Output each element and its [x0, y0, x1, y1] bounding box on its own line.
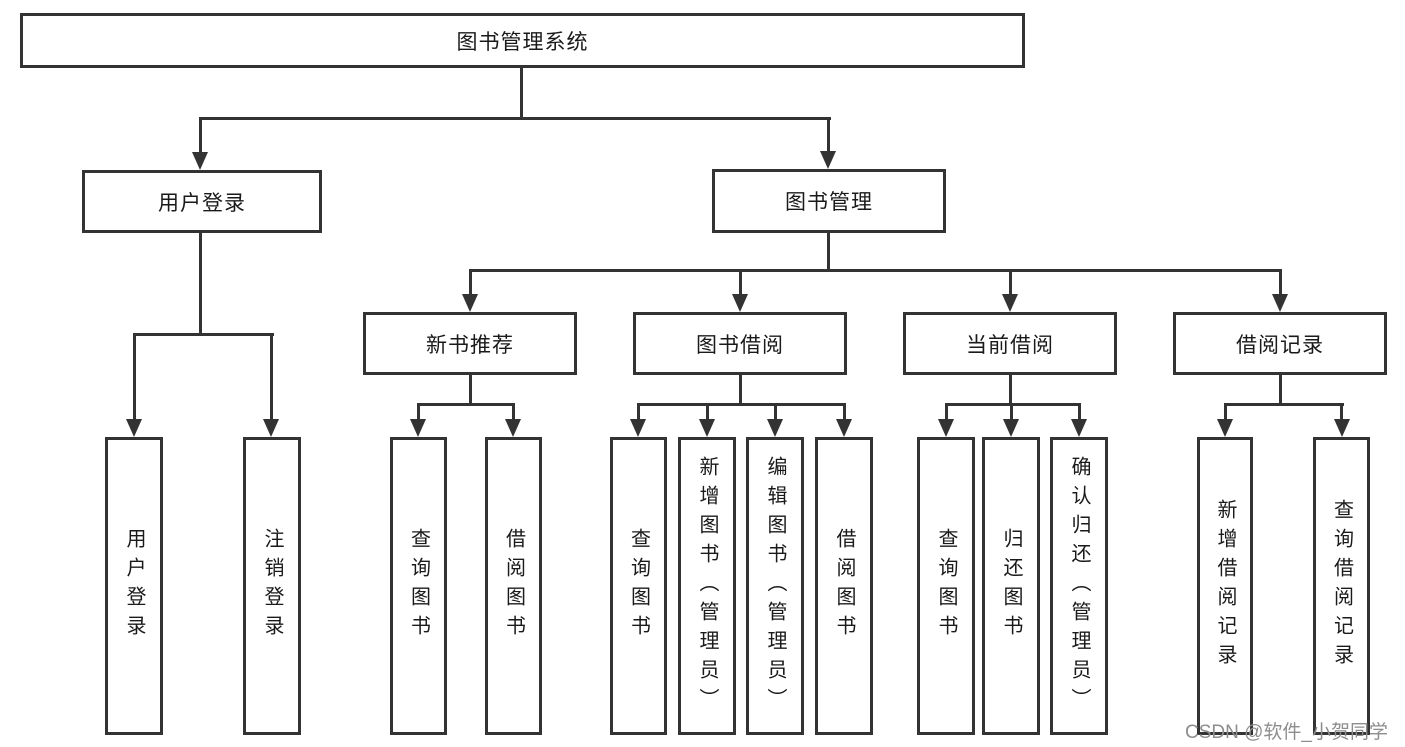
arrowhead-down-icon [699, 419, 715, 437]
connector-line [1009, 375, 1012, 406]
connector-line [1224, 403, 1344, 406]
connector-line [1279, 271, 1282, 296]
node-label: 当前借阅 [966, 333, 1054, 357]
connector-line [843, 405, 846, 421]
node-book-borrowing: 图书借阅 [633, 312, 847, 375]
node-label: 查询图书 [935, 528, 957, 644]
node-label: 查询图书 [627, 528, 650, 644]
connector-line [520, 68, 523, 120]
node-book-management: 图书管理 [712, 169, 946, 233]
arrowhead-down-icon [1002, 294, 1018, 312]
node-return-books: 归还图书 [982, 437, 1040, 735]
arrowhead-down-icon [938, 419, 954, 437]
node-label: 查询图书 [407, 528, 430, 644]
node-label: 注销登录 [261, 528, 283, 644]
node-add-borrow-record: 新增借阅记录 [1197, 437, 1253, 735]
node-borrowing-records: 借阅记录 [1173, 312, 1387, 375]
node-confirm-return-admin: 确认归还（管理员） [1050, 437, 1108, 735]
node-borrow-books-recommend: 借阅图书 [485, 437, 542, 735]
connector-line [739, 271, 742, 296]
node-label: 编辑图书（管理员） [764, 455, 786, 717]
node-user-login-leaf: 用户登录 [105, 437, 163, 735]
connector-line [706, 405, 709, 421]
arrowhead-down-icon [1217, 419, 1233, 437]
connector-line [1010, 405, 1013, 421]
arrowhead-down-icon [1334, 419, 1350, 437]
arrowhead-down-icon [126, 419, 142, 437]
node-label: 借阅记录 [1236, 333, 1324, 357]
connector-line [199, 117, 831, 120]
connector-line [270, 335, 273, 420]
arrowhead-down-icon [820, 151, 836, 169]
node-query-books-borrowing: 查询图书 [610, 437, 667, 735]
node-query-borrow-record: 查询借阅记录 [1313, 437, 1370, 735]
connector-line [637, 403, 846, 406]
arrowhead-down-icon [192, 152, 208, 170]
arrowhead-down-icon [410, 419, 426, 437]
connector-line [133, 335, 136, 420]
node-user-login: 用户登录 [82, 170, 322, 233]
arrowhead-down-icon [462, 294, 478, 312]
connector-line [199, 233, 202, 336]
connector-line [469, 269, 1282, 272]
connector-line [945, 405, 948, 421]
node-label: 图书借阅 [696, 333, 784, 357]
node-current-borrowing: 当前借阅 [903, 312, 1117, 375]
connector-line [1009, 271, 1012, 296]
arrowhead-down-icon [505, 419, 521, 437]
node-label: 新增借阅记录 [1214, 499, 1236, 673]
node-query-books-current: 查询图书 [917, 437, 975, 735]
node-new-book-recommend: 新书推荐 [363, 312, 577, 375]
node-query-books-recommend: 查询图书 [390, 437, 447, 735]
node-library-management-system: 图书管理系统 [20, 13, 1025, 68]
connector-line [739, 375, 742, 406]
connector-line [512, 405, 515, 421]
connector-line [1078, 405, 1081, 421]
node-label: 查询借阅记录 [1330, 499, 1353, 673]
arrowhead-down-icon [1071, 419, 1087, 437]
node-label: 新书推荐 [426, 333, 514, 357]
connector-line [1340, 405, 1343, 421]
connector-line [827, 119, 830, 153]
connector-line [469, 271, 472, 296]
node-label: 确认归还（管理员） [1068, 455, 1090, 717]
node-label: 新增图书（管理员） [696, 455, 718, 717]
node-label: 用户登录 [123, 528, 145, 644]
node-label: 归还图书 [1000, 528, 1022, 644]
connector-line [945, 403, 1081, 406]
watermark: CSDN @软件_小贺同学 [1185, 722, 1388, 743]
connector-line [417, 405, 420, 421]
connector-line [469, 375, 472, 406]
node-label: 用户登录 [158, 191, 246, 215]
node-label: 图书管理 [785, 191, 873, 214]
node-add-book-admin: 新增图书（管理员） [678, 437, 736, 735]
node-logout: 注销登录 [243, 437, 301, 735]
arrowhead-down-icon [767, 419, 783, 437]
arrowhead-down-icon [1003, 419, 1019, 437]
connector-line [133, 333, 274, 336]
connector-line [417, 403, 515, 406]
node-edit-book-admin: 编辑图书（管理员） [746, 437, 804, 735]
node-label: 借阅图书 [502, 528, 525, 644]
arrowhead-down-icon [836, 419, 852, 437]
connector-line [827, 233, 830, 271]
node-label: 借阅图书 [833, 528, 855, 644]
connector-line [774, 405, 777, 421]
node-borrow-books-leaf: 借阅图书 [815, 437, 873, 735]
connector-line [637, 405, 640, 421]
connector-line [1279, 375, 1282, 406]
connector-line [199, 119, 202, 154]
arrowhead-down-icon [263, 419, 279, 437]
arrowhead-down-icon [1272, 294, 1288, 312]
connector-line [1224, 405, 1227, 421]
arrowhead-down-icon [630, 419, 646, 437]
node-label: 图书管理系统 [456, 30, 589, 54]
arrowhead-down-icon [732, 294, 748, 312]
